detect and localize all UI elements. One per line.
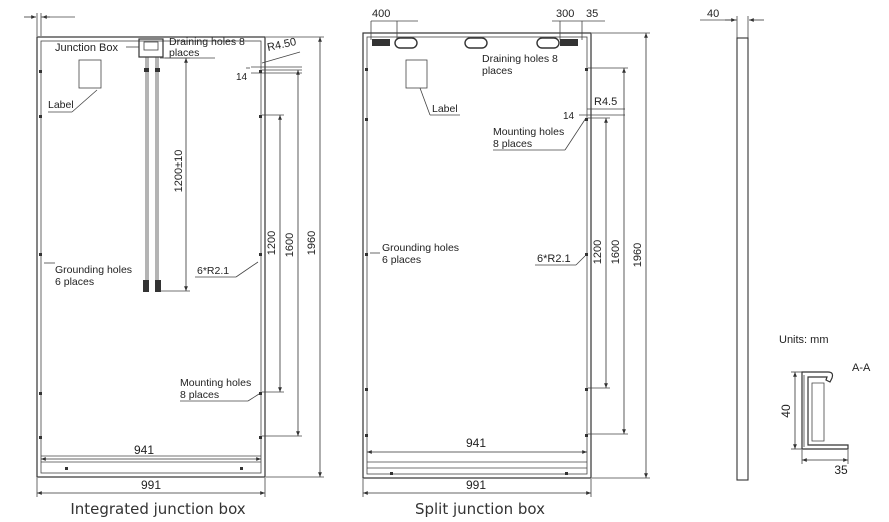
panel-outer-frame-split [362,32,592,479]
dim-40-top: 40 [707,8,719,20]
dim-300: 300 [556,8,574,20]
dim-1200pm10: 1200±10 [173,150,185,193]
dim-1200: 1200 [266,231,278,255]
dim-1600-split: 1600 [610,240,622,264]
junction-box-label: Junction Box [55,42,118,54]
dim-941-split: 941 [466,436,486,450]
svg-text:places: places [482,65,512,77]
dim-40-section: 40 [779,404,793,418]
connector-left [143,280,149,292]
panel-side-section: 40 Units: mm A-A 40 35 [700,8,871,481]
panel-split: 400 300 35 Draining holes 8 places Label… [362,8,650,518]
frame-cross-section [801,371,849,450]
side-profile [736,37,749,481]
mounting-holes-label-split: Mounting holes [493,126,564,138]
panel-integrated: Junction Box Draining holes 8 places Lab… [24,13,324,518]
dim-400: 400 [372,8,390,20]
draining-holes-label-split: Draining holes 8 [482,53,558,65]
dim-35-top: 35 [586,8,598,20]
units-label: Units: mm [779,334,829,346]
caption-split: Split junction box [415,500,545,518]
label-plate [78,59,102,89]
section-label: A-A [852,362,871,374]
mounting-holes-label: Mounting holes [180,377,251,389]
label-callout-split: Label [432,103,458,115]
caption-integrated: Integrated junction box [70,500,245,518]
svg-text:places: places [169,47,199,59]
dim-6r21: 6*R2.1 [197,265,229,277]
connector-right [155,280,161,292]
panel-inner-frame [40,40,262,474]
grounding-holes-label-split: Grounding holes [382,242,459,254]
split-box-left [372,39,390,46]
svg-text:8 places: 8 places [180,389,219,401]
dim-6r21-split: 6*R2.1 [537,253,571,265]
drain-slot-2 [464,37,488,49]
radius-label: R4.50 [266,36,297,54]
dim-35-section: 35 [834,463,848,477]
dim-941: 941 [134,443,154,457]
label-plate-split [405,59,428,89]
drain-slot-3 [536,37,560,49]
svg-text:8 places: 8 places [493,138,532,150]
svg-text:6 places: 6 places [382,254,421,266]
dim-991: 991 [141,478,161,492]
draining-holes-label: Draining holes 8 [169,36,245,48]
svg-text:14: 14 [236,72,248,83]
dim-991-split: 991 [466,478,486,492]
svg-text:14: 14 [563,111,575,122]
dim-1600: 1600 [284,233,296,257]
svg-text:6 places: 6 places [55,276,94,288]
drain-slot-1 [394,37,418,49]
dim-1960: 1960 [306,231,318,255]
panel-outer-frame [36,36,266,478]
label-callout: Label [48,99,74,111]
dim-1960-split: 1960 [632,243,644,267]
radius-label-split: R4.5 [594,96,617,108]
grounding-holes-label: Grounding holes [55,264,132,276]
junction-box [138,38,164,58]
split-box-right [560,39,578,46]
dim-1200-split: 1200 [592,240,604,264]
